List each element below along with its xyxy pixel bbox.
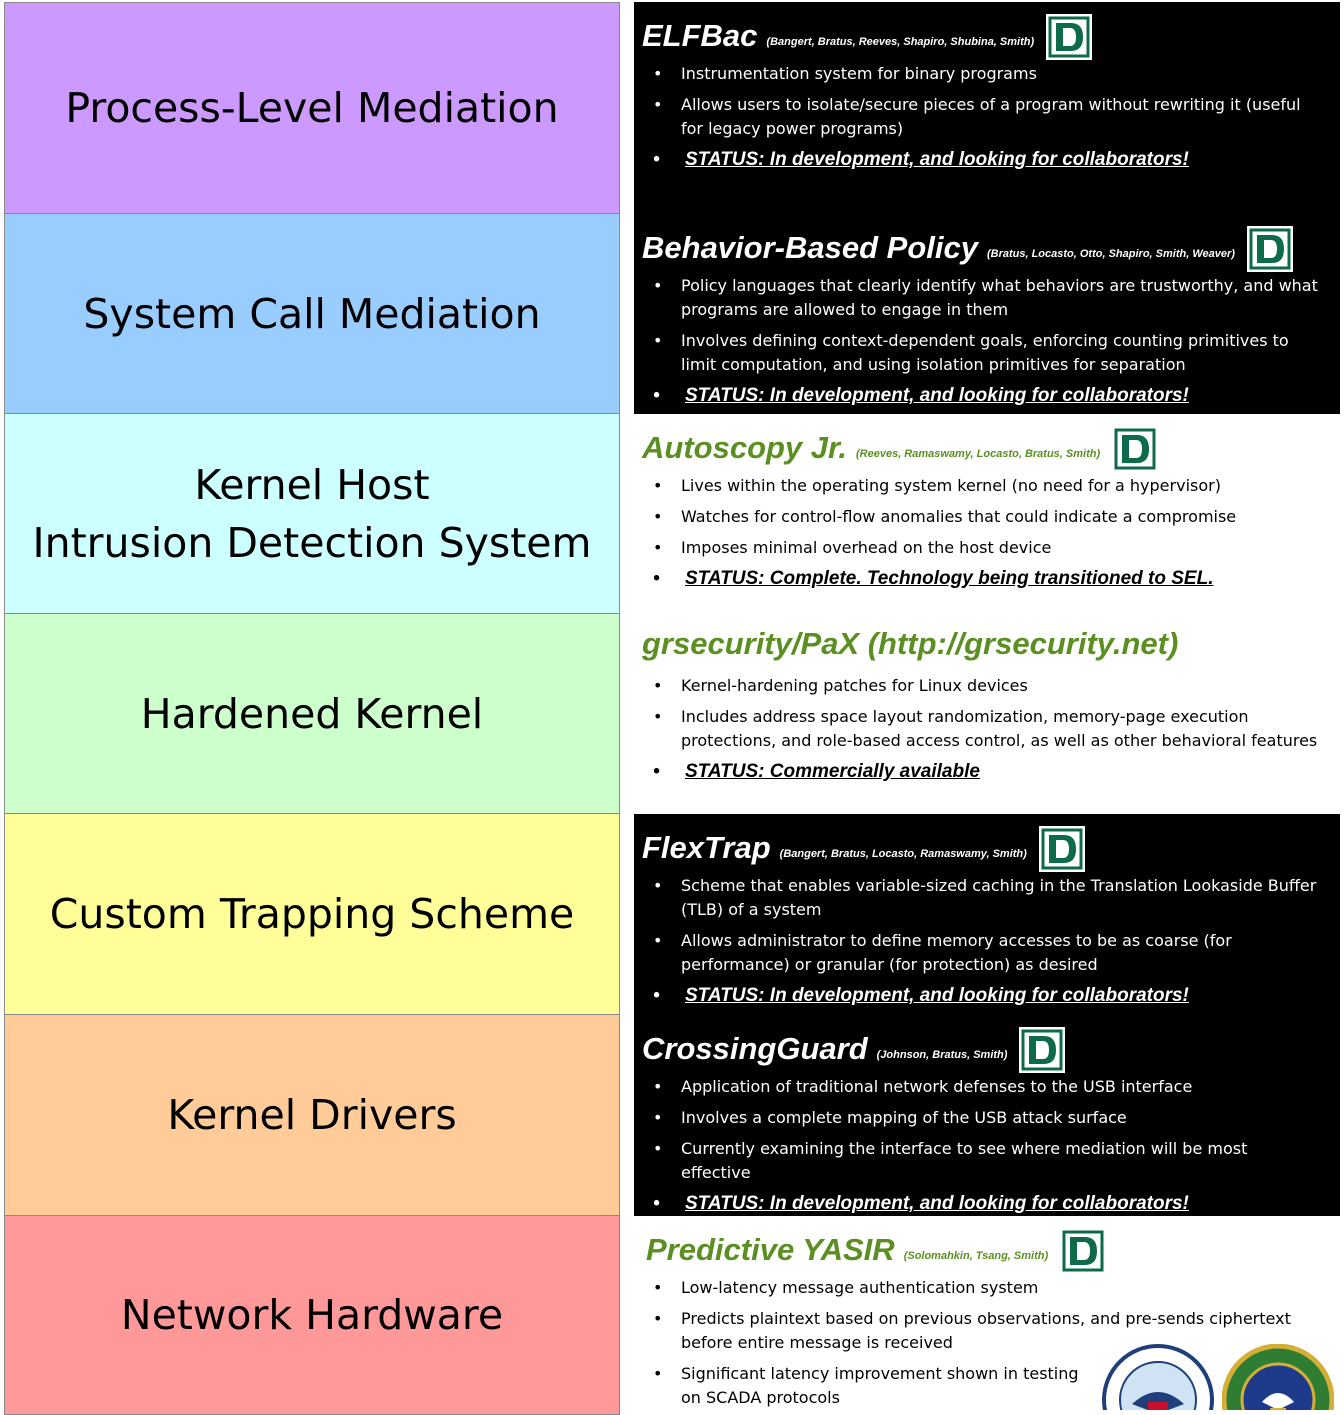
bullet-list: Kernel-hardening patches for Linux devic… (652, 674, 1320, 791)
bullet-list: Policy languages that clearly identify w… (652, 274, 1320, 415)
layer-label: Kernel Host Intrusion Detection System (32, 460, 592, 567)
project-autoscopy-jr: Autoscopy Jr. (Reeves, Ramaswamy, Locast… (634, 414, 1340, 614)
dartmouth-d-icon (1112, 426, 1159, 472)
bullet-item: Watches for control-flow anomalies that … (652, 505, 1320, 529)
bullet-item: Predicts plaintext based on previous obs… (652, 1307, 1340, 1355)
project-authors: (Reeves, Ramaswamy, Locasto, Bratus, Smi… (856, 448, 1101, 460)
status-line: STATUS: Commercially available (652, 760, 1320, 784)
project-title: ELFBac (642, 18, 758, 53)
status-line: STATUS: In development, and looking for … (652, 384, 1320, 408)
project-title: FlexTrap (642, 830, 771, 865)
project-authors: (Johnson, Bratus, Smith) (876, 1049, 1008, 1061)
layer-kernel-host-ids: Kernel Host Intrusion Detection System (4, 413, 620, 614)
dartmouth-d-icon (1246, 226, 1293, 272)
project-crossingguard: CrossingGuard (Johnson, Bratus, Smith) A… (634, 1015, 1340, 1216)
project-authors: (Solomahkin, Tsang, Smith) (903, 1250, 1049, 1262)
bullet-item: Significant latency improvement shown in… (652, 1362, 1100, 1410)
bullet-item: Involves defining context-dependent goal… (652, 329, 1320, 377)
bullet-item: Imposes minimal overhead on the host dev… (652, 536, 1320, 560)
project-header: grsecurity/PaX (http://grsecurity.net) (642, 626, 1178, 662)
layer-kernel-drivers: Kernel Drivers (4, 1014, 620, 1216)
layer-label: Hardened Kernel (140, 689, 484, 738)
layer-label: Custom Trapping Scheme (49, 890, 575, 938)
layer-network-hardware: Network Hardware (4, 1215, 620, 1415)
project-elfbac: ELFBac (Bangert, Bratus, Reeves, Shapiro… (634, 2, 1340, 214)
bullet-item: Involves a complete mapping of the USB a… (652, 1106, 1320, 1130)
layer-label: Network Hardware (120, 1291, 504, 1339)
project-title: Autoscopy Jr. (642, 430, 847, 465)
layer-system-call-mediation: System Call Mediation (4, 213, 620, 414)
dartmouth-d-icon (1046, 14, 1093, 60)
bullet-item: Kernel-hardening patches for Linux devic… (652, 674, 1320, 698)
layer-custom-trapping-scheme: Custom Trapping Scheme (4, 813, 620, 1015)
project-authors: (Bratus, Locasto, Otto, Shapiro, Smith, … (986, 248, 1235, 260)
project-title: CrossingGuard (642, 1031, 868, 1066)
project-authors: (Bangert, Bratus, Locasto, Ramaswamy, Sm… (779, 848, 1027, 860)
dhs-seal-icon (1102, 1344, 1214, 1410)
project-behavior-based-policy: Behavior-Based Policy (Bratus, Locasto, … (634, 214, 1340, 414)
project-header: Behavior-Based Policy (Bratus, Locasto, … (642, 226, 1293, 272)
bullet-item: Lives within the operating system kernel… (652, 474, 1320, 498)
project-header: ELFBac (Bangert, Bratus, Reeves, Shapiro… (642, 14, 1093, 60)
bullet-list: Low-latency message authentication syste… (652, 1276, 1291, 1410)
bullet-item: Policy languages that clearly identify w… (652, 274, 1320, 322)
project-title: grsecurity/PaX (http://grsecurity.net) (642, 626, 1179, 661)
doe-seal-icon (1222, 1344, 1334, 1410)
project-flextrap: FlexTrap (Bangert, Bratus, Locasto, Rama… (634, 814, 1340, 1015)
dartmouth-d-icon (1038, 826, 1085, 872)
bullet-item: Allows users to isolate/secure pieces of… (652, 93, 1320, 141)
bullet-item: Low-latency message authentication syste… (652, 1276, 1100, 1300)
bullet-item: Currently examining the interface to see… (652, 1137, 1320, 1185)
layer-process-level-mediation: Process-Level Mediation (4, 2, 620, 214)
status-line: STATUS: In development, and looking for … (652, 1192, 1320, 1216)
bullet-list: Instrumentation system for binary progra… (652, 62, 1320, 179)
layer-hardened-kernel: Hardened Kernel (4, 613, 620, 814)
layer-label: System Call Mediation (83, 289, 541, 338)
project-header: FlexTrap (Bangert, Bratus, Locasto, Rama… (642, 826, 1085, 872)
bullet-item: Instrumentation system for binary progra… (652, 62, 1320, 86)
bullet-item: Includes address space layout randomizat… (652, 705, 1320, 753)
project-title: Predictive YASIR (646, 1232, 895, 1267)
project-header: Predictive YASIR (Solomahkin, Tsang, Smi… (646, 1228, 1107, 1274)
bullet-list: Lives within the operating system kernel… (652, 474, 1320, 598)
bullet-item: Application of traditional network defen… (652, 1075, 1320, 1099)
project-title: Behavior-Based Policy (642, 230, 978, 265)
agency-seals (1102, 1344, 1334, 1410)
dartmouth-d-icon (1060, 1228, 1107, 1274)
bullet-item: Allows administrator to define memory ac… (652, 929, 1320, 977)
bullet-item: Scheme that enables variable-sized cachi… (652, 874, 1320, 922)
layer-label: Process-Level Mediation (65, 84, 559, 132)
project-header: CrossingGuard (Johnson, Bratus, Smith) (642, 1027, 1066, 1073)
status-line: STATUS: Complete. Technology being trans… (652, 567, 1320, 591)
project-predictive-yasir: Predictive YASIR (Solomahkin, Tsang, Smi… (634, 1216, 1340, 1410)
bullet-list: Application of traditional network defen… (652, 1075, 1320, 1223)
project-authors: (Bangert, Bratus, Reeves, Shapiro, Shubi… (766, 36, 1035, 48)
status-line: STATUS: In development, and looking for … (652, 984, 1320, 1008)
dartmouth-d-icon (1019, 1027, 1066, 1073)
project-grsecurity-pax: grsecurity/PaX (http://grsecurity.net) K… (634, 614, 1340, 814)
bullet-list: Scheme that enables variable-sized cachi… (652, 874, 1320, 1015)
project-header: Autoscopy Jr. (Reeves, Ramaswamy, Locast… (642, 426, 1159, 472)
layer-label: Kernel Drivers (167, 1091, 457, 1139)
status-line: STATUS: In development, and looking for … (652, 148, 1320, 172)
